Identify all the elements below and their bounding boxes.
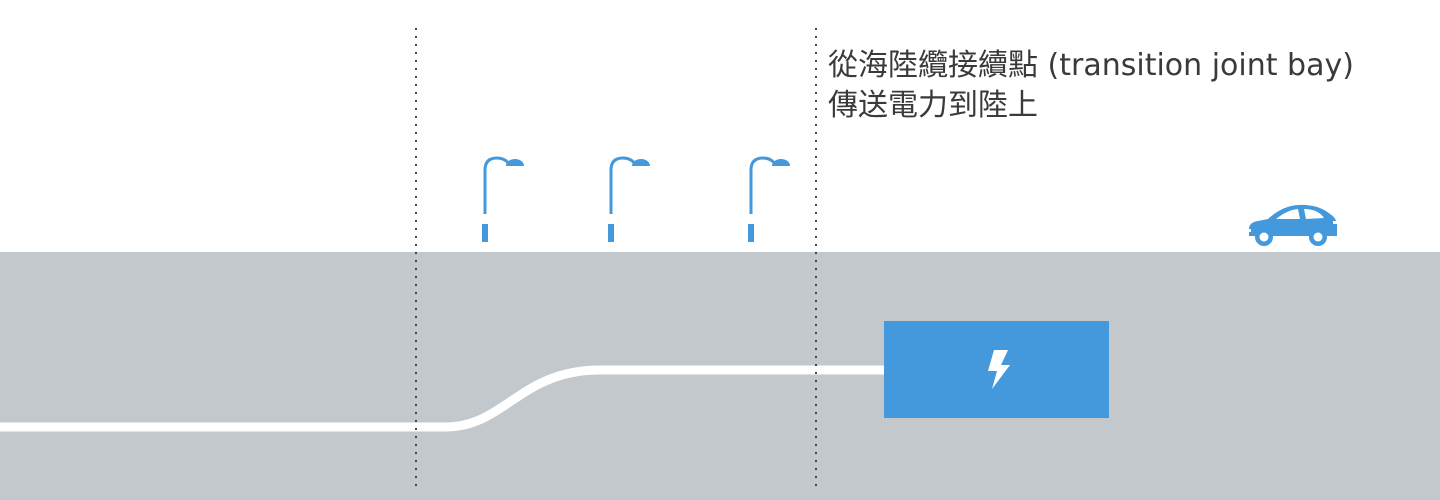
car-icon <box>1247 204 1338 246</box>
street-lamp-icon <box>748 156 790 242</box>
street-lamp-icon <box>482 156 524 242</box>
transition-joint-bay-caption: 從海陸纜接續點 (transition joint bay) 傳送電力到陸上 <box>828 46 1428 126</box>
ground-area <box>0 252 1440 500</box>
lightning-bolt-icon <box>988 350 1010 389</box>
caption-line-2: 傳送電力到陸上 <box>828 88 1038 123</box>
caption-line-1: 從海陸纜接續點 (transition joint bay) <box>828 48 1354 83</box>
street-lamp-icon <box>608 156 650 242</box>
power-cable <box>0 365 885 432</box>
